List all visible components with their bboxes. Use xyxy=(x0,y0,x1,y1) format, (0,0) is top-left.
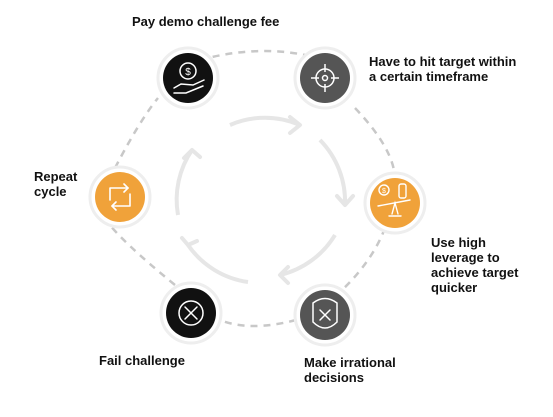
confused-face-icon xyxy=(312,297,338,329)
inner-cycle-ring xyxy=(174,115,348,284)
step-node-target xyxy=(293,46,357,110)
step-node-leverage: $ xyxy=(363,171,427,235)
step-label-decide: Make irrational decisions xyxy=(304,355,396,385)
svg-text:$: $ xyxy=(382,188,386,195)
step-node-pay: $ xyxy=(156,46,220,110)
leverage-scale-icon: $ xyxy=(377,183,411,217)
dollar-coin-hand-icon: $ xyxy=(173,62,205,94)
step-label-pay: Pay demo challenge fee xyxy=(132,14,280,29)
repeat-cycle-icon xyxy=(109,183,131,211)
inner-ring-arrowheads xyxy=(180,115,355,285)
step-node-decide xyxy=(293,283,357,347)
dashed-connector-path xyxy=(104,49,397,328)
step-label-fail: Fail challenge xyxy=(99,353,185,368)
svg-text:$: $ xyxy=(185,67,191,78)
step-label-leverage: Use high leverage to achieve target quic… xyxy=(431,235,519,295)
step-node-repeat xyxy=(88,165,152,229)
step-label-repeat: Repeat cycle xyxy=(34,169,78,199)
crosshair-target-icon xyxy=(311,64,339,92)
x-circle-icon xyxy=(178,300,204,326)
step-node-fail xyxy=(159,281,223,345)
step-label-target: Have to hit target within a certain time… xyxy=(369,54,517,84)
